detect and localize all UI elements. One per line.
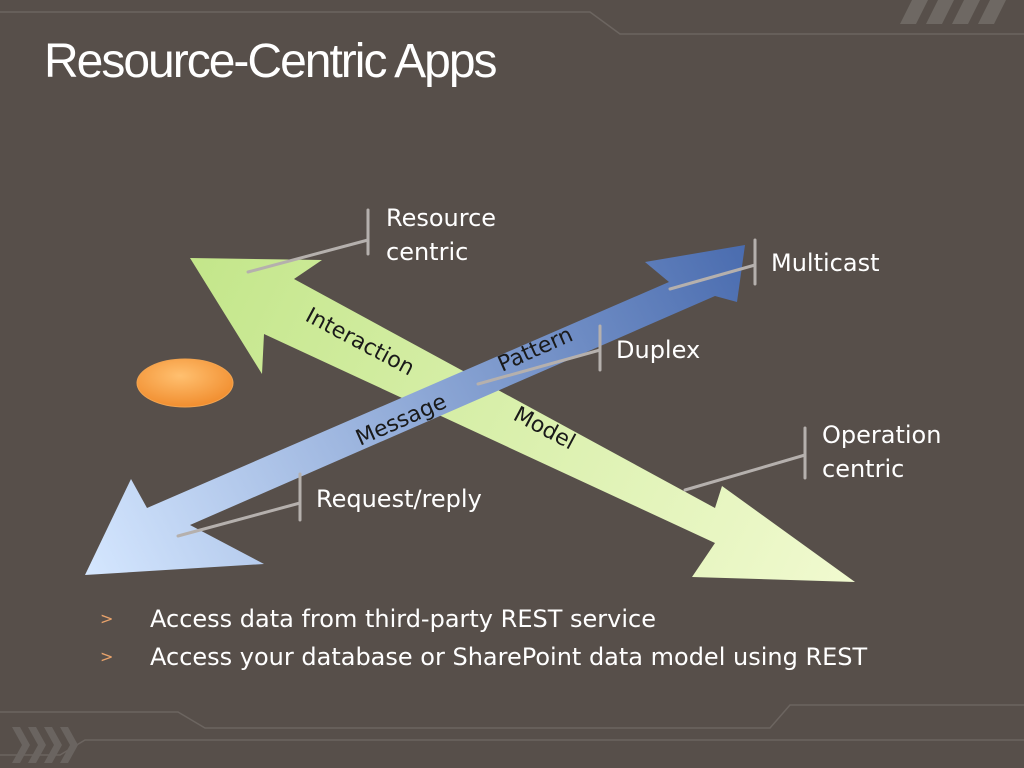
message-pattern-arrow	[85, 245, 745, 575]
bullet-text: Access your database or SharePoint data …	[150, 643, 868, 671]
resource-callout-line	[246, 238, 370, 274]
callout-lines	[176, 208, 807, 538]
bullet-marker-icon: >	[100, 609, 114, 628]
slide-title: Resource-Centric Apps	[44, 35, 498, 88]
top-stripes-decoration	[900, 0, 1006, 24]
duplex-callout-line	[476, 348, 602, 386]
orange-oval	[136, 358, 234, 408]
resource-centric-line1: Resource	[386, 204, 497, 232]
operation-centric-line1: Operation	[822, 421, 942, 449]
bottom-chevrons-decoration	[12, 727, 78, 763]
multicast-callout-line	[668, 263, 757, 291]
operation-centric-label: Operation centric	[822, 418, 941, 486]
interaction-model-arrow	[190, 258, 855, 582]
bullet-item: > Access data from third-party REST servi…	[100, 600, 867, 638]
operation-centric-line2: centric	[822, 455, 905, 483]
bullet-text: Access data from third-party REST servic…	[150, 605, 656, 633]
bullet-marker-icon: >	[100, 647, 114, 666]
bullet-list: > Access data from third-party REST servi…	[100, 600, 867, 676]
resource-centric-line2: centric	[386, 238, 469, 266]
duplex-label: Duplex	[616, 336, 701, 364]
request-reply-label: Request/reply	[316, 485, 482, 513]
request-reply-callout-line	[176, 501, 302, 538]
multicast-label: Multicast	[771, 249, 880, 277]
operation-callout-line	[683, 453, 807, 492]
bullet-item: > Access your database or SharePoint data…	[100, 638, 867, 676]
resource-centric-label: Resource centric	[386, 201, 496, 269]
